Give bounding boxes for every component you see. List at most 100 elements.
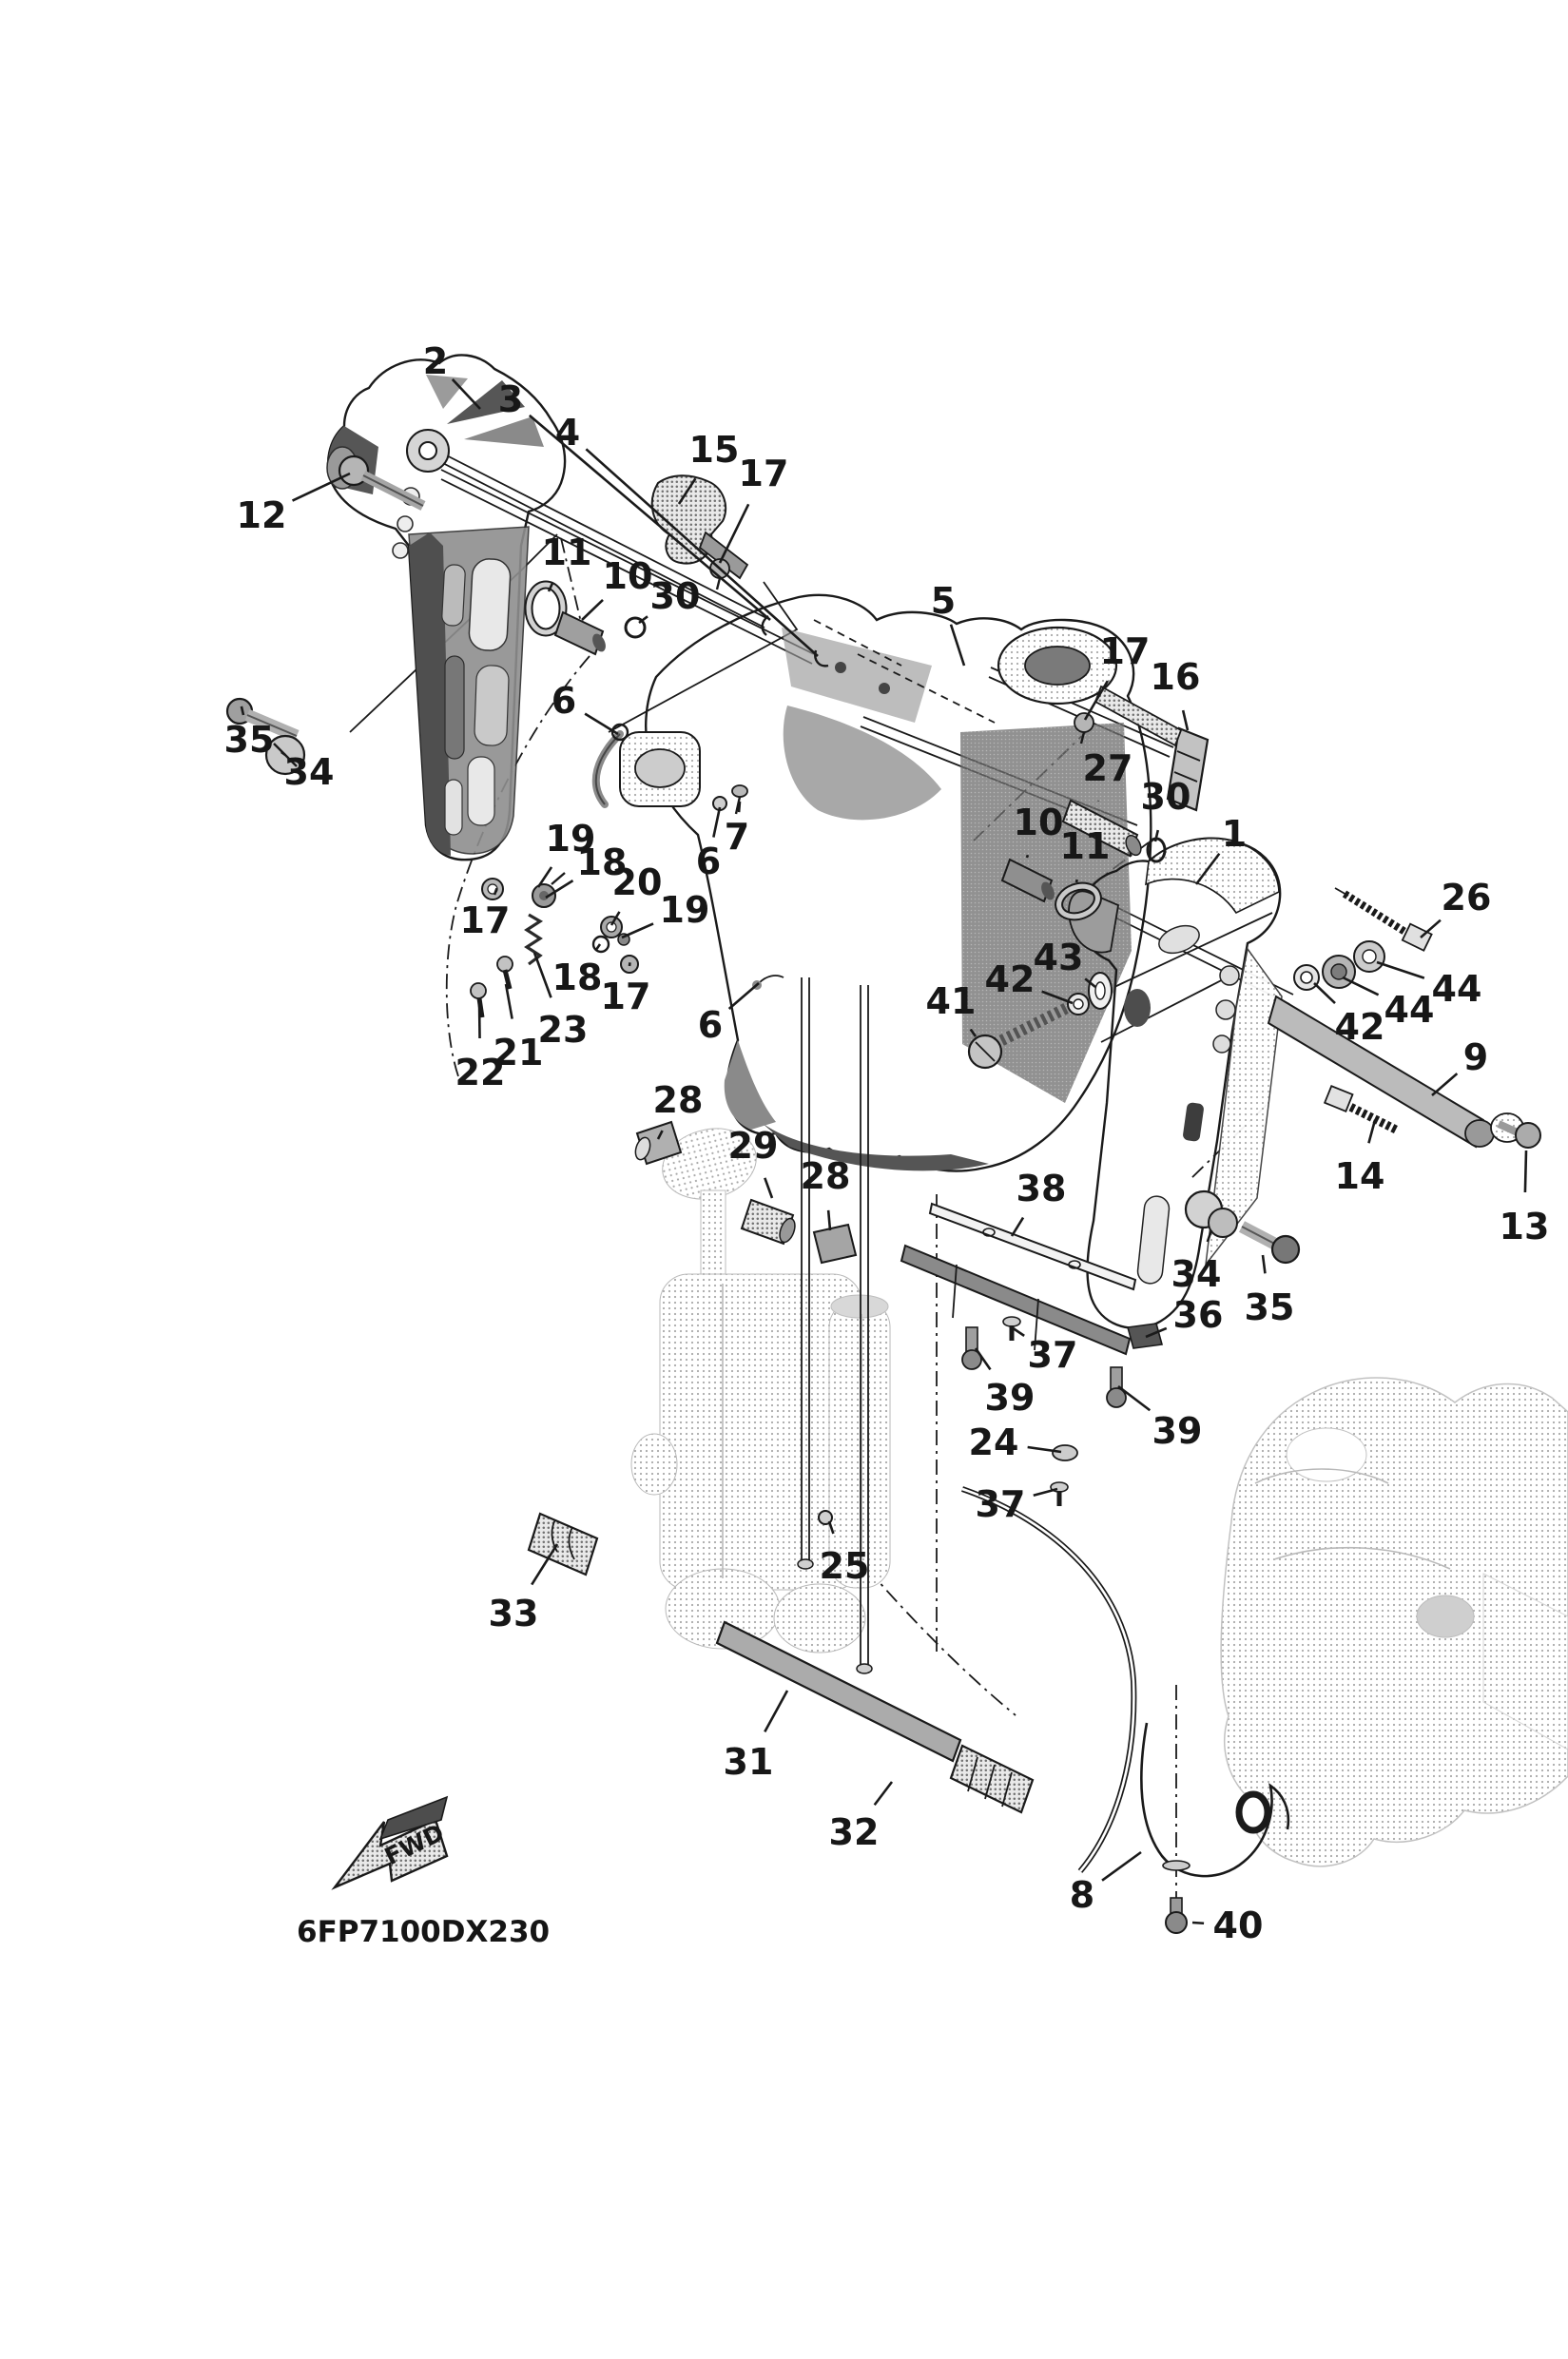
bolt-41-assembly bbox=[967, 972, 1113, 1070]
part-callout-25: 25 bbox=[820, 1545, 870, 1587]
part-callout-12: 12 bbox=[237, 494, 287, 536]
grommet-24 bbox=[1052, 1444, 1078, 1461]
screw-17-right bbox=[1074, 712, 1094, 733]
part-callout-18: 18 bbox=[577, 841, 628, 883]
part-callout-22: 22 bbox=[455, 1052, 506, 1093]
leader-line-19 bbox=[621, 922, 654, 939]
part-callout-23: 23 bbox=[538, 1009, 589, 1051]
bolt-40 bbox=[1165, 1897, 1188, 1934]
leader-line-6 bbox=[584, 712, 619, 736]
part-callout-39: 39 bbox=[1152, 1410, 1203, 1452]
part-callout-17: 17 bbox=[1100, 630, 1151, 672]
leader-line-34 bbox=[1206, 1229, 1213, 1243]
cylinder-hardware bbox=[527, 1120, 1035, 1814]
part-callout-44: 44 bbox=[1432, 968, 1482, 1010]
part-callout-27: 27 bbox=[1083, 747, 1133, 789]
swivel-pin-group bbox=[1000, 685, 1210, 921]
leader-line-33 bbox=[531, 1543, 559, 1586]
clip-25 bbox=[818, 1510, 833, 1525]
part-callout-19: 19 bbox=[546, 818, 596, 860]
part-callout-15: 15 bbox=[689, 429, 740, 471]
leader-line-25 bbox=[827, 1520, 835, 1535]
part-callout-5: 5 bbox=[931, 580, 956, 622]
part-callout-6: 6 bbox=[698, 1004, 723, 1046]
leader-line-28 bbox=[826, 1209, 832, 1231]
screw-37-lower bbox=[1050, 1481, 1069, 1506]
leader-line-24 bbox=[1027, 1445, 1062, 1454]
starboard-mount-bolts bbox=[900, 1189, 1301, 1506]
leader-line-31 bbox=[764, 1690, 789, 1733]
leader-line-37 bbox=[1011, 1325, 1025, 1337]
leader-line-39 bbox=[974, 1347, 992, 1371]
part-callout-37: 37 bbox=[1028, 1334, 1078, 1376]
leader-line-14 bbox=[1367, 1119, 1377, 1144]
leader-line-3 bbox=[528, 414, 771, 621]
drawing-code: 6FP7100DX230 bbox=[297, 1915, 550, 1949]
part-callout-18: 18 bbox=[552, 957, 603, 998]
leader-line-20 bbox=[610, 911, 621, 926]
leader-line-5 bbox=[949, 624, 966, 667]
part-callout-33: 33 bbox=[489, 1593, 539, 1634]
leader-line-8 bbox=[1101, 1850, 1142, 1882]
leader-line-30 bbox=[1153, 829, 1160, 842]
leader-line-38 bbox=[1010, 1216, 1025, 1237]
leader-line-43 bbox=[1084, 977, 1096, 989]
part-callout-11: 11 bbox=[1060, 825, 1111, 867]
part-callout-4: 4 bbox=[555, 412, 580, 454]
leader-line-15 bbox=[677, 477, 697, 505]
leader-line-35 bbox=[1261, 1254, 1267, 1274]
part-callout-42: 42 bbox=[985, 958, 1036, 1000]
part-callout-37: 37 bbox=[976, 1483, 1026, 1525]
leader-line-32 bbox=[873, 1781, 894, 1807]
leader-line-42 bbox=[1041, 990, 1074, 1005]
part-callout-21: 21 bbox=[494, 1032, 544, 1073]
part-callout-13: 13 bbox=[1500, 1206, 1550, 1247]
part-callout-6: 6 bbox=[552, 680, 576, 722]
leader-line-6 bbox=[727, 982, 760, 1011]
leader-line-12 bbox=[291, 472, 351, 502]
leader-line-1 bbox=[1194, 852, 1221, 885]
leader-line-6 bbox=[712, 806, 722, 838]
leader-line-40 bbox=[1191, 1921, 1205, 1925]
leader-line-17 bbox=[1083, 680, 1109, 721]
clamp-36 bbox=[1126, 1323, 1164, 1349]
part-callout-16: 16 bbox=[1151, 656, 1201, 698]
fwd-arrow: FWD bbox=[331, 1795, 449, 1890]
leader-line-18 bbox=[595, 943, 602, 951]
pin-33 bbox=[527, 1512, 599, 1576]
part-callout-36: 36 bbox=[1173, 1294, 1224, 1336]
leader-line-10 bbox=[1025, 854, 1030, 859]
leader-line-11 bbox=[547, 583, 554, 592]
part-callout-2: 2 bbox=[423, 340, 448, 382]
leader-line-10 bbox=[581, 598, 604, 621]
part-callout-7: 7 bbox=[725, 816, 749, 858]
part-callout-44: 44 bbox=[1384, 989, 1435, 1031]
part-callout-24: 24 bbox=[969, 1421, 1019, 1463]
part-callout-28: 28 bbox=[653, 1079, 704, 1121]
part-callout-31: 31 bbox=[724, 1741, 774, 1783]
friction-adjust-cluster bbox=[470, 872, 639, 1018]
coupler-32 bbox=[949, 1744, 1035, 1814]
leader-line-7 bbox=[737, 801, 742, 813]
leader-line-28 bbox=[656, 1130, 664, 1140]
part-callout-8: 8 bbox=[1070, 1874, 1094, 1916]
leader-line-44 bbox=[1376, 960, 1425, 979]
part-callout-38: 38 bbox=[1016, 1168, 1067, 1209]
part-callout-35: 35 bbox=[224, 719, 275, 761]
leader-line-39 bbox=[1117, 1384, 1152, 1412]
leader-line-17 bbox=[718, 503, 750, 564]
ground-wire-group bbox=[591, 723, 784, 990]
leader-line-23 bbox=[532, 952, 552, 998]
leader-line-17 bbox=[493, 887, 498, 896]
part-callout-30: 30 bbox=[1141, 776, 1191, 818]
leader-line-11 bbox=[1074, 879, 1078, 883]
rod-31 bbox=[715, 1620, 962, 1763]
part-callout-17: 17 bbox=[460, 899, 511, 941]
leader-line-41 bbox=[969, 1028, 978, 1037]
transom-bracket-starboard bbox=[1068, 837, 1283, 1329]
hose-and-hook bbox=[818, 1486, 1290, 1934]
leader-line-30 bbox=[638, 615, 648, 625]
